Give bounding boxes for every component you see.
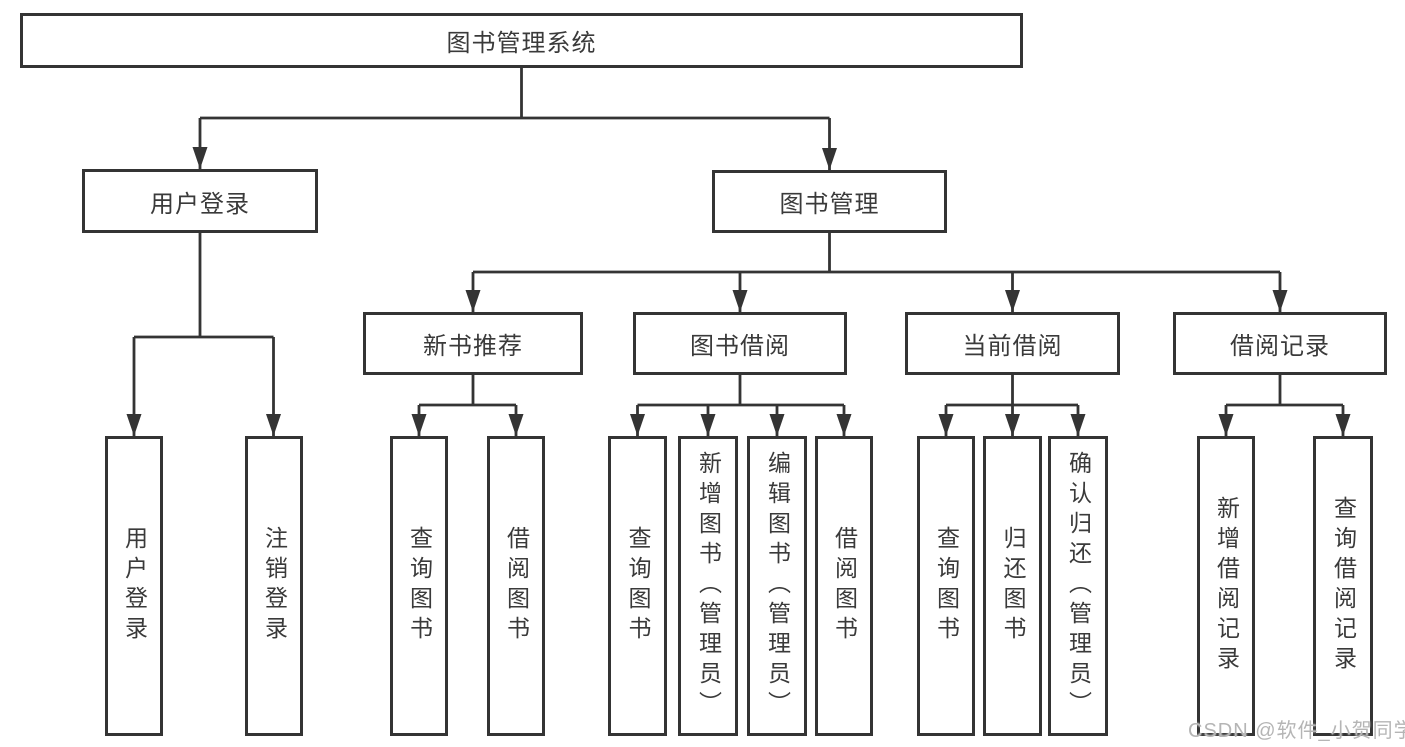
leaf-borrow-books-label: 借阅图书 (831, 526, 858, 646)
node-library-management-system: 图书管理系统 (20, 13, 1023, 68)
leaf-borrow-books-recommend-label: 借阅图书 (503, 526, 530, 646)
leaf-confirm-return-admin-label: 确认归还（管理员） (1065, 451, 1092, 721)
leaf-return-book-label: 归还图书 (1000, 526, 1026, 646)
node-new-book-recommend: 新书推荐 (363, 312, 583, 375)
leaf-query-borrow-record-label: 查询借阅记录 (1330, 496, 1357, 676)
leaf-query-books-recommend: 查询图书 (390, 436, 448, 736)
watermark: CSDN @软件_小贺同学 (1188, 720, 1405, 742)
leaf-query-borrow-record: 查询借阅记录 (1313, 436, 1373, 736)
node-borrowing-records: 借阅记录 (1173, 312, 1387, 375)
leaf-logout: 注销登录 (245, 436, 303, 736)
leaf-edit-book-admin: 编辑图书（管理员） (747, 436, 807, 736)
leaf-borrow-books-recommend: 借阅图书 (487, 436, 545, 736)
leaf-add-book-admin: 新增图书（管理员） (678, 436, 738, 736)
node-book-management: 图书管理 (712, 170, 947, 233)
node-user-login: 用户登录 (82, 169, 318, 233)
leaf-add-borrow-record-label: 新增借阅记录 (1213, 496, 1240, 676)
leaf-user-login: 用户登录 (105, 436, 163, 736)
leaf-query-books-current: 查询图书 (917, 436, 975, 736)
leaf-confirm-return-admin: 确认归还（管理员） (1048, 436, 1108, 736)
leaf-user-login-label: 用户登录 (121, 526, 148, 646)
leaf-borrow-books: 借阅图书 (815, 436, 873, 736)
leaf-logout-label: 注销登录 (261, 526, 288, 646)
leaf-query-books-recommend-label: 查询图书 (406, 526, 433, 646)
leaf-add-book-admin-label: 新增图书（管理员） (695, 451, 722, 721)
leaf-add-borrow-record: 新增借阅记录 (1197, 436, 1255, 736)
leaf-query-books-borrowing-label: 查询图书 (625, 526, 651, 646)
leaf-query-books-borrowing: 查询图书 (608, 436, 667, 736)
leaf-edit-book-admin-label: 编辑图书（管理员） (764, 451, 791, 721)
node-current-borrowing: 当前借阅 (905, 312, 1120, 375)
leaf-query-books-current-label: 查询图书 (933, 526, 960, 646)
node-book-borrowing: 图书借阅 (633, 312, 847, 375)
leaf-return-book: 归还图书 (983, 436, 1042, 736)
